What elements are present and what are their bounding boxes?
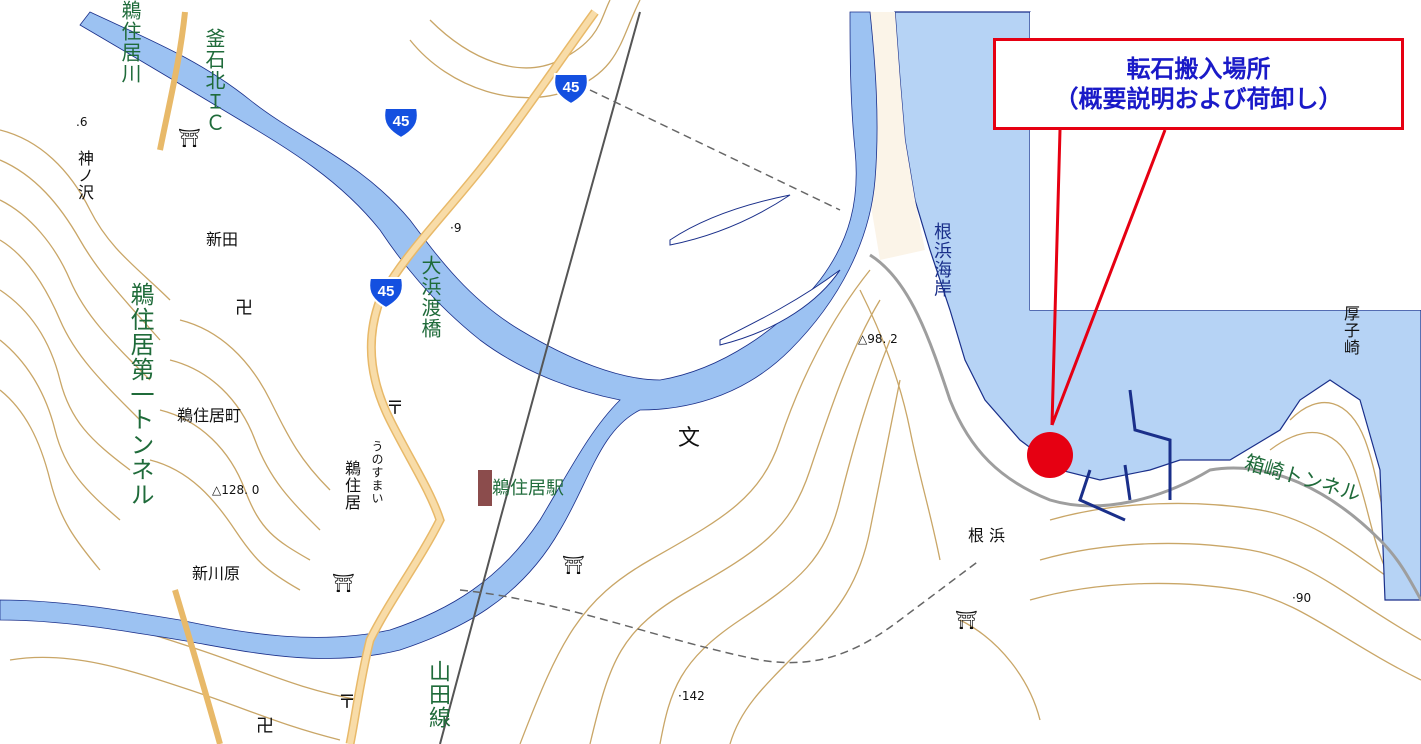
road-to-ic — [157, 11, 188, 151]
road-south — [172, 589, 223, 744]
route-fill — [347, 10, 598, 744]
label-unosumai-town: 鵜住居町 — [177, 406, 242, 425]
route-shield-45: 45 — [366, 276, 406, 310]
label-unosumai-station: 鵜住居駅 — [492, 478, 564, 499]
shrine-icon: ⛩ — [562, 555, 585, 576]
label-unosumai-tunnel: 鵜住居第一トンネル — [126, 282, 154, 507]
school-icon: 文 — [678, 426, 701, 451]
elevation-label: .6 — [76, 115, 88, 129]
harbor-breakwaters — [1078, 389, 1172, 522]
label-shinkawara: 新川原 — [192, 564, 241, 583]
station-platform — [478, 470, 492, 506]
label-kami-no-sawa: 神ノ沢 — [75, 150, 94, 201]
route-number: 45 — [562, 79, 580, 96]
callout-pointer — [1050, 129, 1167, 426]
elevation-label: ·90 — [1292, 591, 1312, 605]
label-kamaishi-kita-ic: 釜石北ＩＣ — [202, 28, 226, 133]
route-number: 45 — [377, 283, 395, 300]
river-label: 鵜住居川 — [118, 0, 142, 84]
shrine-icon: ⛩ — [955, 610, 978, 631]
elevation-label: △128. 0 — [212, 483, 260, 497]
temple-icon: 卍 — [235, 298, 253, 319]
post-office-icon: 〒 — [338, 692, 356, 713]
river-island — [719, 269, 841, 346]
shrine-icon: ⛩ — [178, 128, 201, 149]
label-nebama: 根 浜 — [968, 526, 1006, 545]
elevation-label: ·9 — [450, 221, 462, 235]
sea-area — [894, 11, 1421, 601]
temple-icon: 卍 — [256, 716, 274, 737]
dashed-path — [459, 559, 981, 664]
route-number: 45 — [392, 113, 410, 130]
label-ohama-bridge: 大浜渡橋 — [418, 255, 442, 339]
callout-title: 転石搬入場所 — [1126, 55, 1271, 83]
callout-subtitle: （概要説明および荷卸し） — [1054, 85, 1343, 113]
label-atsushi-cape: 厚子崎 — [1341, 305, 1360, 356]
label-unosumai-hiragana: うのすまい — [370, 440, 384, 505]
railway-yamada-line — [439, 11, 641, 744]
post-office-icon: 〒 — [386, 398, 404, 419]
site-marker[interactable] — [1027, 432, 1073, 478]
route-shield-45: 45 — [551, 72, 591, 106]
river — [0, 11, 878, 659]
label-yamada-line: 山田線 — [425, 660, 450, 729]
coastal-road — [869, 253, 1421, 601]
route-shield-45: 45 — [381, 106, 421, 140]
shrine-icon: ⛩ — [332, 573, 355, 594]
elevation-label: △98. 2 — [858, 332, 898, 346]
river-island — [669, 194, 791, 246]
dashed-path — [589, 89, 841, 211]
label-unosumai-kanji: 鵜住居 — [342, 460, 361, 511]
label-nebama-coast: 根浜海岸 — [931, 222, 952, 298]
site-callout[interactable]: 転石搬入場所 （概要説明および荷卸し） — [993, 38, 1404, 130]
label-shinden: 新田 — [206, 230, 239, 249]
elevation-label: ·142 — [678, 689, 705, 703]
